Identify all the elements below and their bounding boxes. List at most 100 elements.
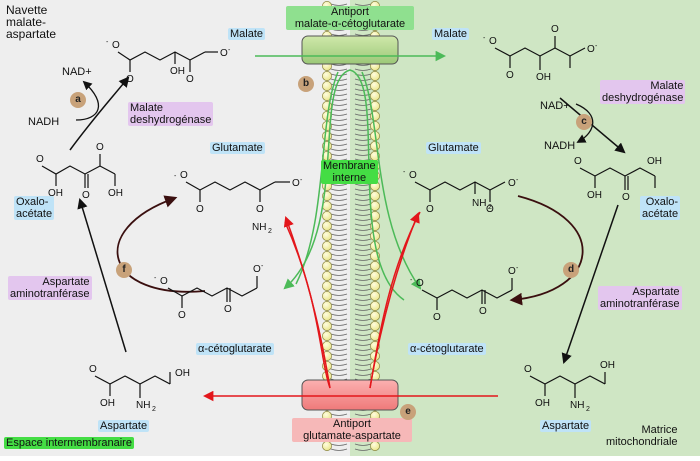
intermembrane-space-label: Espace intermembranaire bbox=[4, 437, 134, 449]
lipid-tail bbox=[330, 313, 348, 316]
lipid-head bbox=[322, 321, 332, 331]
lipid-head bbox=[322, 251, 332, 261]
lipid-tail bbox=[354, 223, 372, 226]
right-oxaloacetate-label: Oxalo- acétate bbox=[640, 196, 681, 220]
right-glutamate-label: Glutamate bbox=[426, 142, 481, 154]
atom-oh: OH bbox=[48, 188, 63, 199]
lipid-tail bbox=[330, 118, 348, 121]
left-nadh-label: NADH bbox=[28, 116, 60, 128]
atom-o: O bbox=[508, 266, 516, 277]
lipid-tail bbox=[354, 258, 372, 261]
left-aminotransferase-label: Aspartate aminotranférase bbox=[8, 276, 92, 300]
atom-nh: NH bbox=[252, 222, 266, 233]
lipid-head bbox=[370, 201, 380, 211]
glutamate-left-head bbox=[283, 216, 331, 389]
atom-o: O bbox=[622, 192, 630, 203]
atom-o: O bbox=[508, 178, 516, 189]
lipid-head bbox=[322, 221, 332, 231]
lipid-tail bbox=[354, 313, 372, 316]
lipid-tail bbox=[330, 238, 348, 241]
lipid-tail bbox=[330, 333, 348, 336]
lipid-tail bbox=[330, 363, 348, 366]
atom-oh: OH bbox=[108, 188, 123, 199]
charge-minus: - bbox=[154, 275, 157, 282]
title-line: malate- bbox=[6, 15, 47, 29]
atom-nh: NH bbox=[472, 198, 486, 209]
antiport-top-line1: Antiport bbox=[331, 6, 369, 18]
antiport-glutamate-aspartate-transporter bbox=[301, 379, 399, 411]
lipid-tail bbox=[354, 213, 372, 216]
lipid-tail bbox=[354, 413, 372, 416]
akg-transport-arrow bbox=[283, 69, 405, 301]
step-badge-f: f bbox=[116, 262, 132, 278]
lipid-tail bbox=[330, 263, 348, 266]
lipid-tail bbox=[330, 83, 348, 86]
lipid-tail bbox=[330, 148, 348, 151]
atom-o: O bbox=[524, 364, 532, 375]
lipid-tail bbox=[354, 353, 372, 356]
lipid-tail bbox=[330, 98, 348, 101]
lipid-tail bbox=[330, 193, 348, 196]
lipid-head bbox=[322, 261, 332, 271]
lipid-head bbox=[370, 321, 380, 331]
lipid-tail bbox=[354, 343, 372, 346]
lipid-tail bbox=[354, 143, 372, 146]
lipid-tail bbox=[330, 258, 348, 261]
right-mdh-label: Malate deshydrogénase bbox=[600, 80, 686, 104]
lipid-tail bbox=[354, 243, 372, 246]
lipid-head bbox=[322, 281, 332, 291]
aspartate-to-oxaloacetate-arrow bbox=[77, 197, 127, 353]
lipid-tail bbox=[354, 278, 372, 281]
lipid-tail bbox=[330, 183, 348, 186]
charge-minus: - bbox=[228, 47, 231, 54]
lipid-head bbox=[322, 291, 332, 301]
charge-minus: - bbox=[483, 35, 486, 42]
lipid-tail bbox=[354, 78, 372, 81]
right-mdh-line2: deshydrogénase bbox=[602, 92, 684, 104]
right-amino-line2: aminotranférase bbox=[600, 298, 680, 310]
lipid-tail bbox=[330, 128, 348, 131]
left-amino-line1: Aspartate bbox=[42, 276, 90, 288]
atom-o: O bbox=[433, 312, 441, 323]
membrane-line1: Membrane bbox=[323, 160, 376, 172]
atom-subscript-2: 2 bbox=[152, 406, 156, 413]
atom-oh: OH bbox=[536, 72, 551, 83]
left-nad-label: NAD+ bbox=[62, 66, 92, 78]
atom-o: O bbox=[574, 156, 582, 167]
lipid-tail bbox=[330, 248, 348, 251]
right-malate-label: Malate bbox=[432, 28, 470, 40]
lipid-tail bbox=[354, 318, 372, 321]
step-badge-d: d bbox=[563, 262, 579, 278]
step-badge-c: c bbox=[576, 114, 592, 130]
atom-oh: OH bbox=[600, 360, 615, 371]
lipid-tail bbox=[354, 128, 372, 131]
lipid-tail bbox=[354, 218, 372, 221]
lipid-head bbox=[322, 201, 332, 211]
lipid-tail bbox=[330, 253, 348, 256]
step-badge-b: b bbox=[298, 76, 314, 92]
atom-o: O bbox=[126, 74, 134, 85]
lipid-tail bbox=[330, 308, 348, 311]
right-aminotransferase-label: Aspartate aminotranférase bbox=[598, 286, 682, 310]
lipid-tail bbox=[330, 358, 348, 361]
lipid-tail bbox=[354, 248, 372, 251]
lipid-tail bbox=[354, 358, 372, 361]
lipid-tail bbox=[354, 153, 372, 156]
lipid-tail bbox=[330, 3, 348, 6]
atom-nh: NH bbox=[570, 400, 584, 411]
lipid-tail bbox=[354, 93, 372, 96]
atom-o: O bbox=[256, 204, 264, 215]
lipid-tail bbox=[330, 368, 348, 371]
lipid-tail bbox=[330, 268, 348, 271]
lipid-tail bbox=[330, 448, 348, 451]
antiport-top-label: Antiport malate-α-cétoglutarate bbox=[286, 6, 414, 30]
lipid-tail bbox=[330, 68, 348, 71]
atom-oh: OH bbox=[647, 156, 662, 167]
lipid-tail bbox=[354, 308, 372, 311]
atom-o: O bbox=[506, 70, 514, 81]
left-glutamate-label: Glutamate bbox=[210, 142, 265, 154]
atom-o: O bbox=[416, 278, 424, 289]
lipid-tail bbox=[330, 323, 348, 326]
lipid-tail bbox=[354, 253, 372, 256]
lipid-head bbox=[370, 311, 380, 321]
